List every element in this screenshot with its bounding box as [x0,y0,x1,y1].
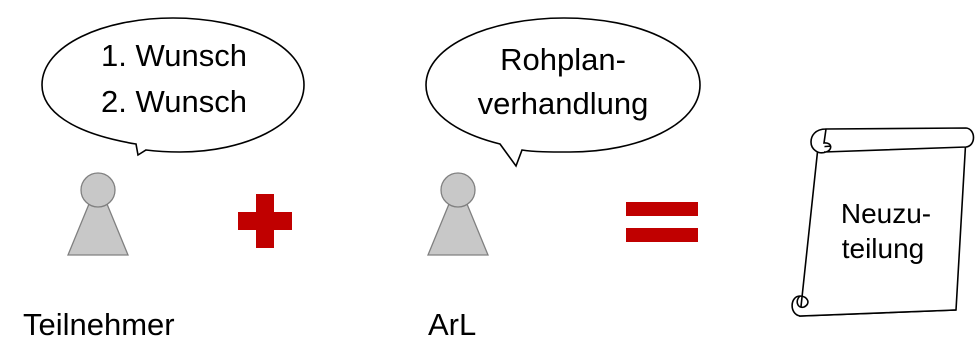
bubble-right-line-2: verhandlung [478,86,649,121]
pawn-icon [67,172,129,256]
equals-icon [626,202,698,242]
bubble-left-line-1: 1. Wunsch [101,38,247,73]
speech-bubble-right: Rohplan- verhandlung [425,17,701,168]
plus-icon [238,194,292,248]
bubble-left-line-2: 2. Wunsch [101,84,247,119]
bubble-right-line-1: Rohplan- [500,42,626,77]
person-right-label: ArL [428,307,476,338]
scroll-line-2: teilung [842,233,925,264]
pawn-icon [427,172,489,256]
speech-bubble-left: 1. Wunsch 2. Wunsch [41,17,305,157]
person-left-label: Teilnehmer [23,307,175,338]
scroll-icon: Neuzu- teilung [791,127,975,317]
scroll-line-1: Neuzu- [841,198,931,229]
